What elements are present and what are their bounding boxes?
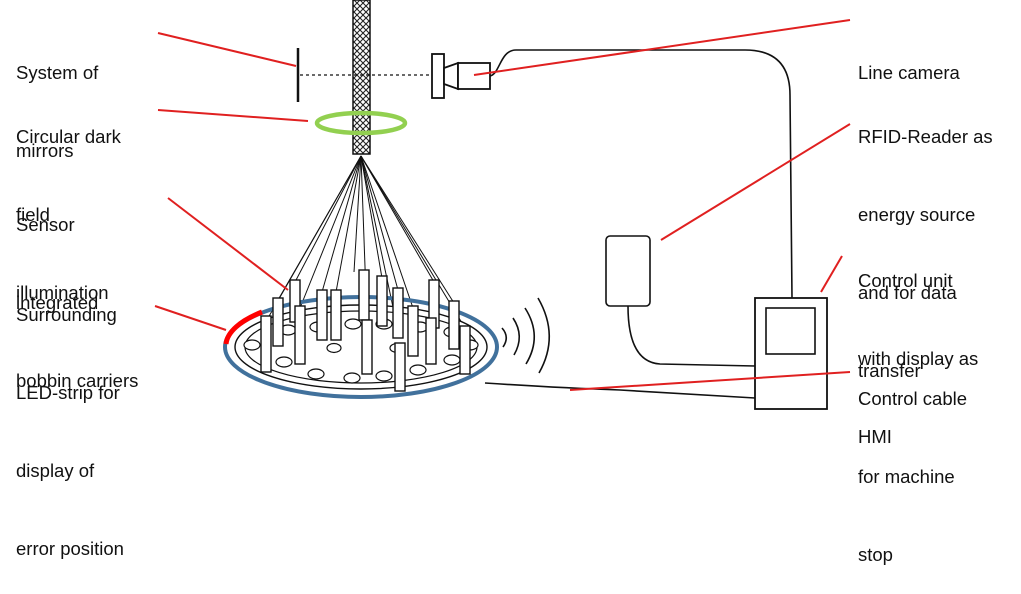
callout-camera	[473, 19, 851, 76]
callout-rfid	[660, 123, 851, 241]
led-error-segment	[223, 309, 263, 345]
callout-control-unit	[820, 255, 843, 293]
line-camera	[431, 53, 491, 99]
callout-illumination	[157, 109, 309, 122]
callout-lines	[154, 19, 851, 391]
braided-product	[352, 0, 371, 155]
callout-cable	[569, 371, 851, 391]
label-control-cable: Control cable for machine stop	[858, 388, 968, 565]
label-system-of-mirrors: System of mirrors	[16, 62, 99, 161]
label-led-strip: Surrounding LED-strip for display of err…	[16, 304, 124, 559]
label-rfid-reader: RFID-Reader as energy source and for dat…	[858, 126, 993, 381]
machine-stop-cable	[484, 382, 756, 399]
braiding-machine-diagram	[154, 0, 851, 410]
bobbin-carriers	[260, 269, 471, 392]
callout-sensor	[167, 197, 289, 291]
control-unit-display	[765, 307, 816, 355]
label-line-camera: Line camera	[858, 62, 960, 83]
callout-mirrors	[157, 32, 297, 67]
rfid-reader	[605, 235, 651, 307]
label-sensor-bobbin-carriers: Sensor integrated bobbin carriers	[16, 214, 139, 391]
camera-cable	[489, 49, 793, 299]
illumination-ring	[314, 110, 408, 136]
wireless-signal-icon	[501, 297, 551, 374]
label-circular-dark-field: Circular dark field illumination	[16, 126, 121, 303]
callout-led	[154, 305, 227, 331]
rfid-cable	[627, 305, 756, 367]
